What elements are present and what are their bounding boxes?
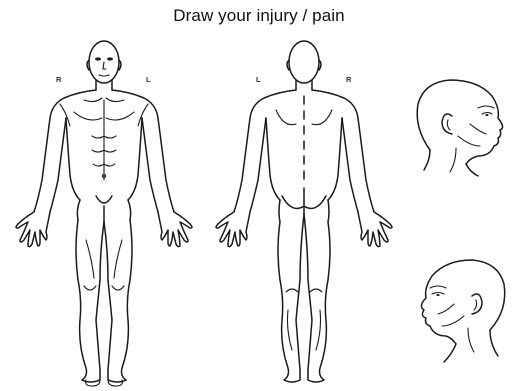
head-profile-left (421, 260, 504, 362)
body-diagram: R L (0, 32, 518, 391)
back-head-outline (289, 41, 319, 83)
head-profile-right (417, 80, 502, 176)
page-title: Draw your injury / pain (0, 6, 518, 26)
back-body-figure: L R (216, 41, 392, 382)
back-label-right-side: R (346, 75, 352, 84)
back-label-left-side: L (256, 75, 261, 84)
front-body-figure: R L (16, 41, 192, 386)
front-label-left-side: L (146, 75, 151, 84)
drawing-canvas[interactable]: R L (0, 32, 518, 391)
front-label-right-side: R (56, 75, 62, 84)
